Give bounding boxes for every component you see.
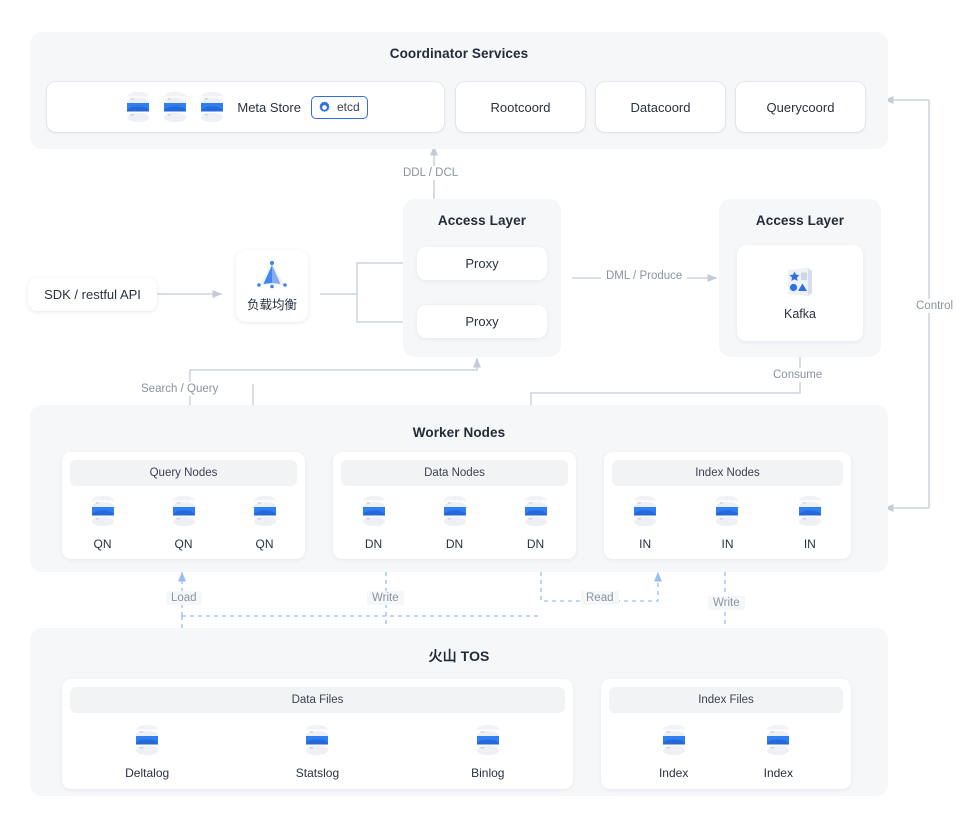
proxy-card-2[interactable]: Proxy <box>417 305 547 338</box>
index-nodes-body: IN IN IN <box>604 492 851 553</box>
file-label: Index <box>658 765 689 780</box>
database-icon <box>443 495 466 527</box>
edge-label-dml-produce: DML / Produce <box>601 269 688 283</box>
kafka-card[interactable]: Kafka <box>737 245 863 341</box>
database-icon <box>634 495 657 527</box>
edge-label-write-index: Write <box>708 596 745 610</box>
load-balancer-pyramid-icon <box>257 260 287 288</box>
meta-store-label: Meta Store <box>237 99 301 115</box>
load-balancer-card[interactable]: 负载均衡 <box>236 250 308 322</box>
data-nodes-body: DN DN DN <box>333 492 576 553</box>
edge-label-control: Control <box>911 299 959 313</box>
file-item[interactable]: Binlog <box>456 723 520 780</box>
edge-label-ddl-dcl: DDL / DCL <box>398 166 464 180</box>
proxy-label: Proxy <box>465 256 499 271</box>
database-icon <box>306 724 329 755</box>
data-files-group: Data Files Deltalog Statslog Binlog <box>62 679 573 789</box>
database-icon <box>164 91 187 123</box>
database-icon <box>798 495 821 527</box>
etcd-gear-icon <box>319 101 330 112</box>
file-label: Binlog <box>471 765 505 780</box>
database-icon <box>662 724 685 755</box>
datacoord-card[interactable]: Datacoord <box>596 82 725 132</box>
index-files-title: Index Files <box>609 687 843 713</box>
file-label: Index <box>763 765 793 780</box>
edge-label-consume: Consume <box>768 368 828 382</box>
data-files-title: Data Files <box>70 687 565 713</box>
database-icon <box>172 495 195 527</box>
database-icon <box>476 724 499 755</box>
node-label: DN <box>526 537 545 551</box>
node-item[interactable]: DN <box>423 494 487 551</box>
node-label: IN <box>721 537 734 551</box>
file-label: Statslog <box>295 765 340 780</box>
edge-label-load: Load <box>166 591 202 605</box>
edge-label-write-data: Write <box>367 591 404 605</box>
etcd-label: etcd <box>336 100 360 114</box>
node-label: IN <box>639 537 652 551</box>
query-nodes-group: Query Nodes QN QN QN <box>62 452 305 559</box>
file-item[interactable]: Index <box>746 723 810 780</box>
node-item[interactable]: QN <box>152 494 216 551</box>
node-label: DN <box>364 537 383 551</box>
coordinator-services-title: Coordinator Services <box>389 46 529 61</box>
access-layer-right-title: Access Layer <box>755 213 845 228</box>
data-nodes-group: Data Nodes DN DN DN <box>333 452 576 559</box>
node-label: QN <box>174 537 193 551</box>
file-label: Deltalog <box>125 765 170 780</box>
node-item[interactable]: IN <box>613 494 677 551</box>
rootcoord-card[interactable]: Rootcoord <box>456 82 585 132</box>
node-label: QN <box>93 537 112 551</box>
node-item[interactable]: IN <box>695 494 759 551</box>
database-icon <box>767 724 790 755</box>
database-icon <box>716 495 739 527</box>
querycoord-label: Querycoord <box>766 99 835 115</box>
file-item[interactable]: Statslog <box>285 723 349 780</box>
sdk-restful-api-card[interactable]: SDK / restful API <box>28 278 157 311</box>
access-layer-left-title: Access Layer <box>437 213 527 228</box>
proxy-card-1[interactable]: Proxy <box>417 247 547 280</box>
database-icon <box>136 724 159 755</box>
proxy-label: Proxy <box>465 314 499 329</box>
node-item[interactable]: IN <box>778 494 842 551</box>
index-nodes-group: Index Nodes IN IN IN <box>604 452 851 559</box>
kafka-icon <box>788 268 812 296</box>
node-label: DN <box>445 537 464 551</box>
query-nodes-body: QN QN QN <box>62 492 305 553</box>
data-nodes-title: Data Nodes <box>341 460 568 486</box>
node-item[interactable]: QN <box>233 494 297 551</box>
node-item[interactable]: DN <box>504 494 568 551</box>
node-item[interactable]: DN <box>342 494 406 551</box>
querycoord-card[interactable]: Querycoord <box>736 82 865 132</box>
query-nodes-title: Query Nodes <box>70 460 297 486</box>
database-icon <box>362 495 385 527</box>
database-icon <box>201 91 224 123</box>
edge-label-read: Read <box>581 591 619 605</box>
index-nodes-title: Index Nodes <box>612 460 843 486</box>
data-files-body: Deltalog Statslog Binlog <box>62 719 573 783</box>
index-files-group: Index Files Index Index <box>601 679 851 789</box>
node-label: QN <box>255 537 274 551</box>
node-item[interactable]: QN <box>71 494 135 551</box>
edge-label-search-query: Search / Query <box>136 382 224 396</box>
worker-nodes-title: Worker Nodes <box>412 425 506 440</box>
database-icon <box>91 495 114 527</box>
database-icon <box>253 495 276 527</box>
kafka-label: Kafka <box>784 307 816 321</box>
index-files-body: Index Index <box>601 719 851 783</box>
file-item[interactable]: Deltalog <box>115 723 179 780</box>
meta-store-card[interactable]: Meta Store etcd <box>47 82 444 132</box>
database-icon <box>524 495 547 527</box>
datacoord-label: Datacoord <box>630 99 691 115</box>
node-label: IN <box>803 537 816 551</box>
load-balancer-label: 负载均衡 <box>246 297 297 312</box>
rootcoord-label: Rootcoord <box>490 99 551 115</box>
etcd-chip[interactable]: etcd <box>310 95 368 119</box>
file-item[interactable]: Index <box>642 723 706 780</box>
database-icon <box>127 91 150 123</box>
sdk-restful-api-label: SDK / restful API <box>44 287 141 302</box>
storage-title: 火山 TOS <box>428 648 490 664</box>
